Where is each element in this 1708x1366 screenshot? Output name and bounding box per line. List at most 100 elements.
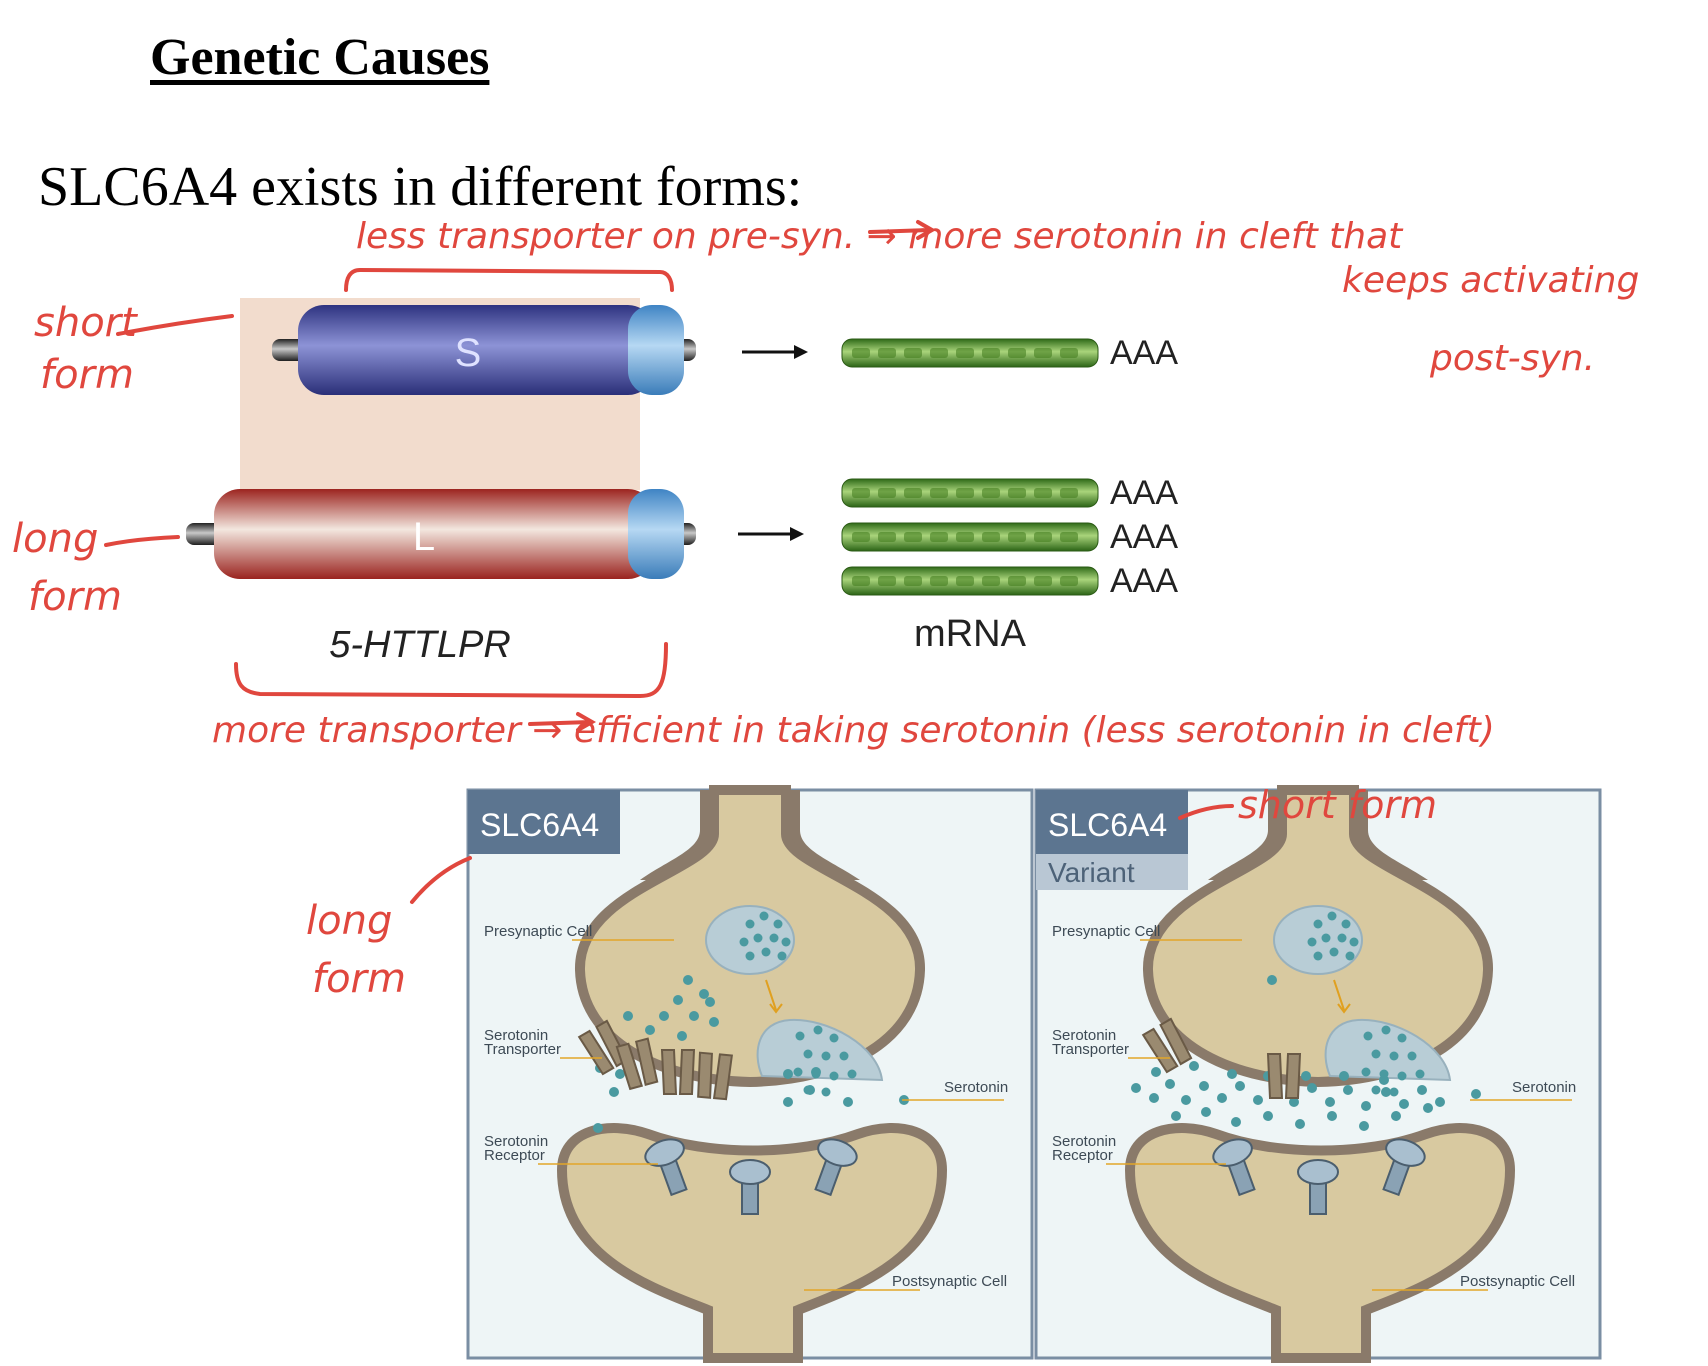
- serotonin-molecule: [1313, 919, 1323, 929]
- serotonin-molecule: [1397, 1071, 1407, 1081]
- panel2-note: short form: [1238, 783, 1437, 827]
- serotonin-molecule: [759, 911, 769, 921]
- panel-header: [1036, 790, 1188, 854]
- short-form-note-line1: short: [34, 300, 138, 346]
- serotonin-molecule: [783, 1097, 793, 1107]
- panel-header-label: SLC6A4: [1048, 807, 1167, 843]
- short-form-note-line2: form: [40, 352, 134, 398]
- serotonin-molecule: [1339, 1071, 1349, 1081]
- serotonin-molecule: [1417, 1085, 1427, 1095]
- long-cap: [628, 489, 684, 579]
- long-polya-label-3: AAA: [1110, 562, 1178, 600]
- serotonin-molecule: [1389, 1051, 1399, 1061]
- long-mrna-strand-2: AAA: [841, 518, 1178, 556]
- serotonin-molecule: [1253, 1095, 1263, 1105]
- bottom-note: more transporter → efficient in taking s…: [212, 710, 1495, 751]
- serotonin-molecule: [1399, 1099, 1409, 1109]
- serotonin-molecule: [777, 951, 787, 961]
- serotonin-molecule: [683, 975, 693, 985]
- bottom-bracket: [234, 642, 668, 699]
- serotonin-molecule: [709, 1017, 719, 1027]
- serotonin-transporter: [697, 1051, 733, 1101]
- serotonin-molecule: [1199, 1081, 1209, 1091]
- panel-header-label: SLC6A4: [480, 807, 599, 843]
- serotonin-molecule: [1415, 1069, 1425, 1079]
- serotonin-molecule: [1325, 1097, 1335, 1107]
- short-allele: S: [272, 305, 696, 395]
- long-mrna-strand-3: AAA: [841, 562, 1178, 600]
- serotonin-molecule: [1201, 1107, 1211, 1117]
- serotonin-molecule: [1435, 1097, 1445, 1107]
- bottom-note-arrow: [528, 712, 597, 732]
- serotonin-molecule: [645, 1025, 655, 1035]
- short-form-pointer: [116, 314, 234, 336]
- serotonin-molecule: [1301, 1071, 1311, 1081]
- serotonin-molecule: [673, 995, 683, 1005]
- long-cylinder: [214, 489, 654, 579]
- serotonin-receptor: [1212, 1138, 1256, 1197]
- short-mrna-strand-1: AAA: [841, 334, 1178, 372]
- top-note-line2: keeps activating: [1342, 260, 1639, 301]
- serotonin-receptor: [644, 1138, 688, 1197]
- short-cylinder: [298, 305, 654, 395]
- long-polya-label-1: AAA: [1110, 474, 1178, 512]
- serotonin-molecule: [1341, 919, 1351, 929]
- serotonin-molecule: [793, 1067, 803, 1077]
- serotonin-molecule: [829, 1033, 839, 1043]
- serotonin-molecule: [1381, 1087, 1391, 1097]
- serotonin-molecule: [1295, 1119, 1305, 1129]
- serotonin-molecule: [1397, 1033, 1407, 1043]
- receptor-label-line2: Receptor: [1052, 1147, 1113, 1164]
- top-note: less transporter on pre-syn. → more sero…: [356, 216, 1404, 257]
- long-form-note-line1: long: [12, 516, 98, 562]
- short-polya-label-1: AAA: [1110, 334, 1178, 372]
- serotonin-molecule: [1361, 1067, 1371, 1077]
- serotonin-molecule: [1361, 1101, 1371, 1111]
- serotonin-molecule: [1371, 1049, 1381, 1059]
- serotonin-molecule: [1343, 1085, 1353, 1095]
- serotonin-label: Serotonin: [1512, 1079, 1576, 1096]
- serotonin-molecule: [843, 1097, 853, 1107]
- long-form-note-line2: form: [28, 574, 122, 620]
- short-cap: [628, 305, 684, 395]
- subtitle: SLC6A4 exists in different forms:: [38, 156, 803, 218]
- panel1-pointer: [410, 856, 472, 904]
- serotonin-molecule: [1371, 1085, 1381, 1095]
- serotonin-molecule: [803, 1049, 813, 1059]
- transporter-label-line2: Transporter: [1052, 1041, 1129, 1058]
- vesicle: [1273, 905, 1363, 975]
- serotonin-molecule: [745, 951, 755, 961]
- serotonin-molecule: [1151, 1067, 1161, 1077]
- serotonin-receptor: [729, 1159, 771, 1215]
- serotonin-molecule: [1217, 1093, 1227, 1103]
- serotonin-molecule: [1235, 1081, 1245, 1091]
- serotonin-molecule: [1379, 1075, 1389, 1085]
- serotonin-molecule: [761, 947, 771, 957]
- serotonin-molecule: [1321, 933, 1331, 943]
- top-bracket: [344, 267, 674, 292]
- serotonin-molecule: [745, 919, 755, 929]
- serotonin-transporter: [1266, 1053, 1302, 1099]
- serotonin-molecule: [1407, 1051, 1417, 1061]
- serotonin-molecule: [677, 1031, 687, 1041]
- serotonin-molecule: [821, 1087, 831, 1097]
- variant-tag: [1036, 854, 1188, 890]
- serotonin-molecule: [781, 937, 791, 947]
- serotonin-molecule: [623, 1011, 633, 1021]
- serotonin-molecule: [1149, 1093, 1159, 1103]
- serotonin-molecule: [1189, 1061, 1199, 1071]
- serotonin-molecule: [1389, 1087, 1399, 1097]
- serotonin-molecule: [805, 1085, 815, 1095]
- serotonin-molecule: [1181, 1095, 1191, 1105]
- postsynaptic-label: Postsynaptic Cell: [1460, 1273, 1575, 1290]
- serotonin-molecule: [1471, 1089, 1481, 1099]
- serotonin-receptor: [1297, 1159, 1339, 1215]
- serotonin-molecule: [821, 1051, 831, 1061]
- serotonin-molecule: [753, 933, 763, 943]
- serotonin-molecule: [1263, 1111, 1273, 1121]
- serotonin-molecule: [1307, 1083, 1317, 1093]
- serotonin-molecule: [829, 1071, 839, 1081]
- long-polya-label-2: AAA: [1110, 518, 1178, 556]
